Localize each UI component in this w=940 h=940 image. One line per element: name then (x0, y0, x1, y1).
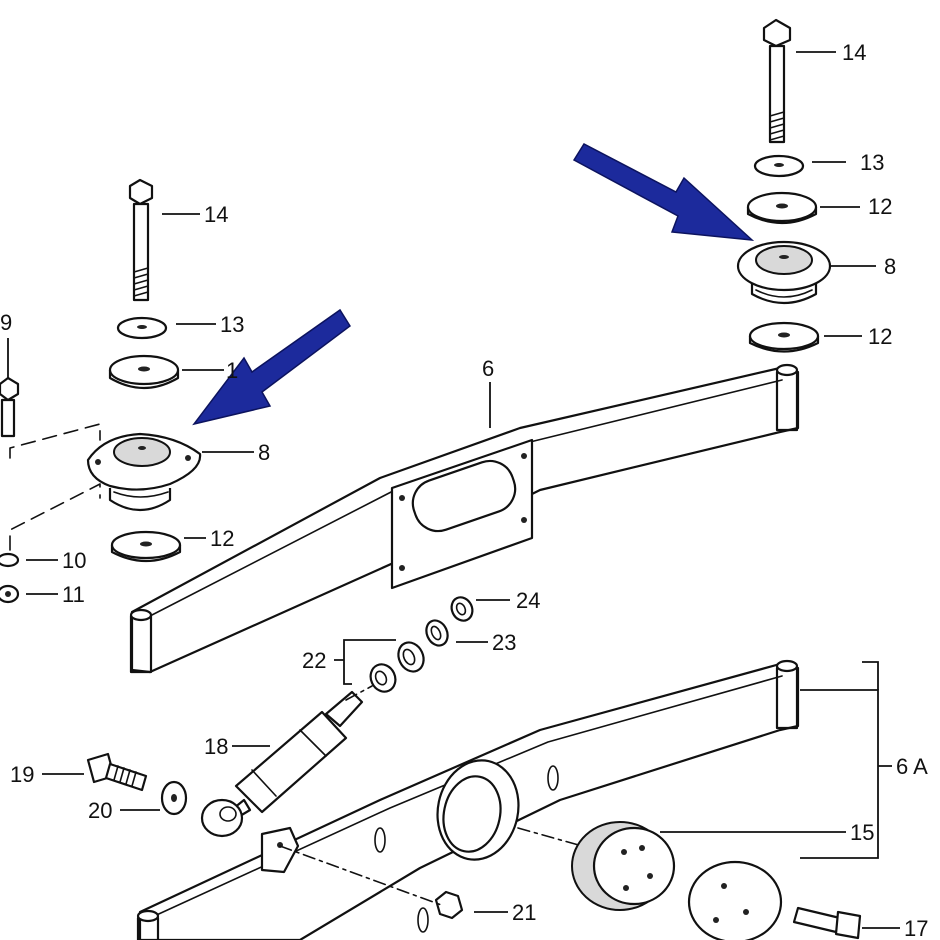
label-6A: 6 A (896, 754, 928, 779)
label-12-right-top: 12 (868, 194, 892, 219)
leader-lines (7, 51, 900, 929)
bearing-assembly (436, 759, 862, 940)
arrow-right-icon (572, 143, 755, 241)
label-20: 20 (88, 798, 112, 823)
highlight-arrows (192, 143, 755, 426)
label-11: 11 (62, 582, 85, 607)
label-23: 23 (492, 630, 516, 655)
label-21: 21 (512, 900, 536, 925)
cross-member-upper (129, 363, 800, 674)
left-mount-assembly (0, 178, 202, 604)
arrow-left-icon (192, 308, 352, 426)
shock-absorber (200, 690, 364, 838)
right-mount-assembly (736, 18, 832, 353)
label-22: 22 (302, 648, 326, 673)
callout-labels: 14 13 12 8 12 14 13 1 8 12 9 10 11 6 24 … (0, 40, 928, 940)
label-15: 15 (850, 820, 874, 845)
label-8-left: 8 (258, 440, 270, 465)
label-13-left: 13 (220, 312, 244, 337)
label-10: 10 (62, 548, 86, 573)
alignment-lines (279, 685, 583, 907)
bolt-and-washer (86, 752, 188, 816)
label-6: 6 (482, 356, 494, 381)
label-17: 17 (904, 916, 928, 940)
bushings (369, 596, 474, 693)
nut-21 (434, 890, 464, 920)
label-12-right-bottom: 12 (868, 324, 892, 349)
label-14-left: 14 (204, 202, 228, 227)
label-12-left-top: 1 (226, 358, 238, 383)
label-18: 18 (204, 734, 228, 759)
label-19: 19 (10, 762, 34, 787)
label-24: 24 (516, 588, 540, 613)
label-9: 9 (0, 310, 12, 335)
label-13-right: 13 (860, 150, 884, 175)
label-12-left-bottom: 12 (210, 526, 234, 551)
label-14-right: 14 (842, 40, 866, 65)
label-8-right: 8 (884, 254, 896, 279)
